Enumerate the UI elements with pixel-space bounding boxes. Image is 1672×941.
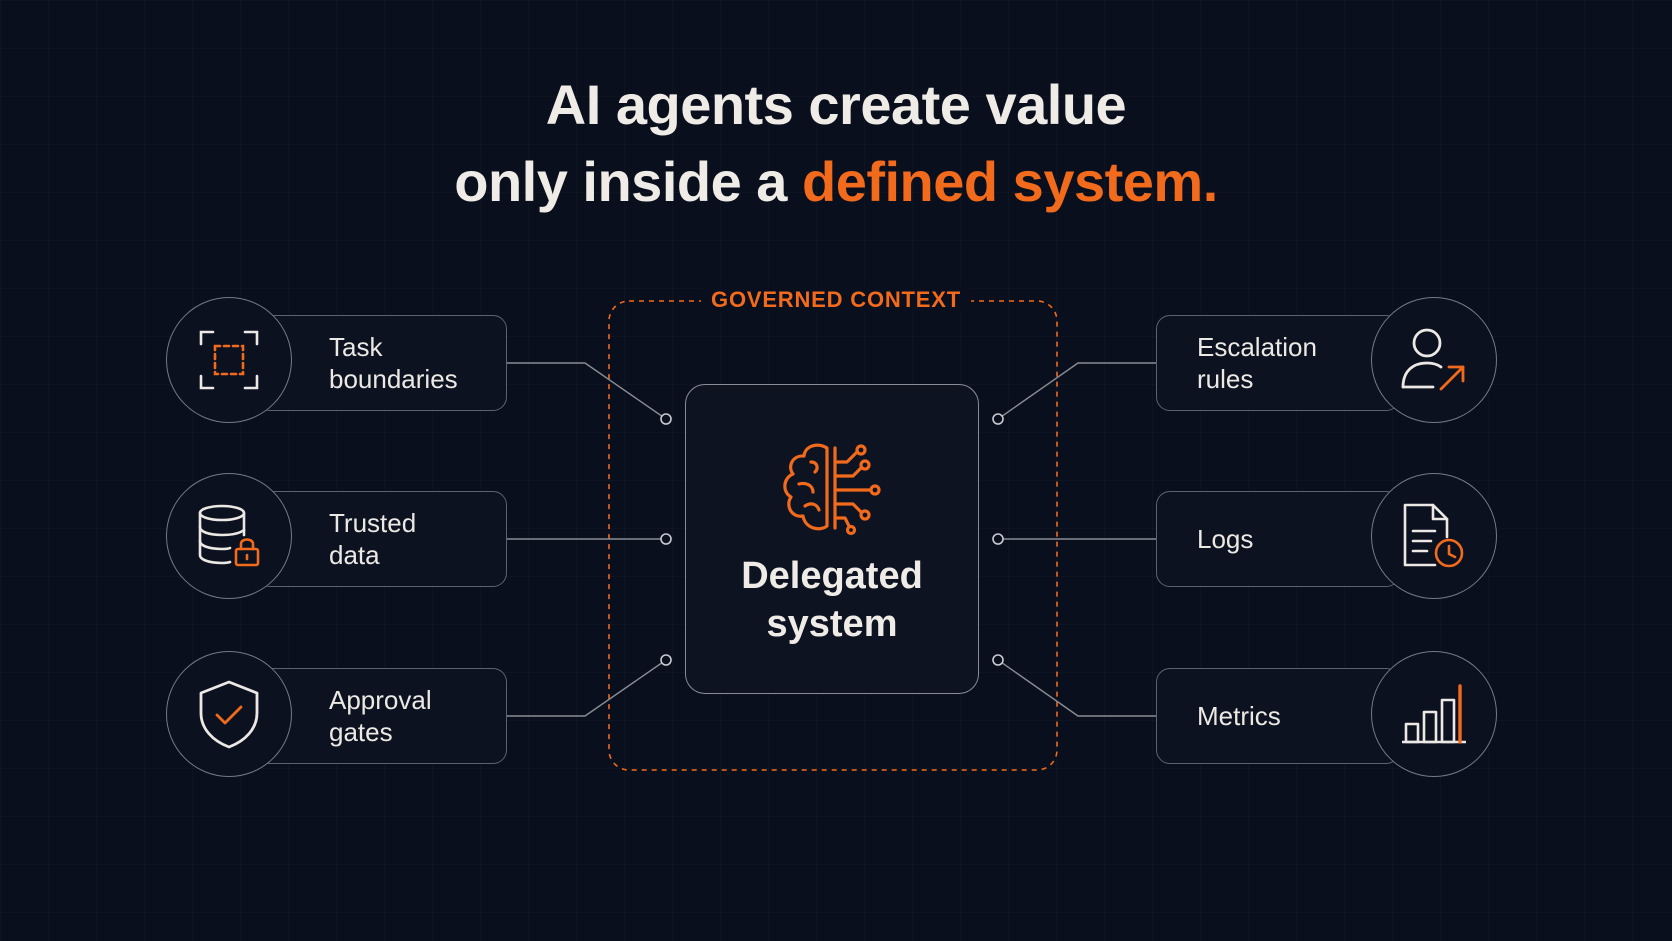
connector-escalation-rules	[997, 362, 1157, 420]
logs-label: Logs	[1197, 524, 1254, 554]
connector-node	[660, 413, 672, 425]
metrics-card: Metrics	[1156, 668, 1400, 764]
escalation-rules-badge	[1371, 297, 1497, 423]
trusted-data-badge	[166, 473, 292, 599]
connector-node	[992, 654, 1004, 666]
document-clock-icon	[1403, 503, 1464, 568]
trusted-data-card: Trusted data	[256, 491, 507, 587]
database-lock-icon	[198, 504, 260, 567]
logs-badge	[1371, 473, 1497, 599]
delegated-system-title: Delegated system	[741, 555, 923, 645]
connector-node	[992, 533, 1004, 545]
connector-metrics	[997, 659, 1157, 717]
metrics-label: Metrics	[1197, 701, 1281, 731]
brain-circuit-icon	[783, 443, 881, 536]
escalation-rules-label: Escalation rules	[1197, 332, 1317, 394]
headline: AI agents create value only inside a def…	[0, 66, 1672, 220]
connector-node	[660, 533, 672, 545]
task-boundaries-label: Task boundaries	[329, 332, 458, 394]
approval-gates-label: Approval gates	[329, 685, 432, 747]
headline-accent: defined system.	[802, 150, 1218, 213]
shield-check-icon	[199, 680, 259, 749]
task-boundaries-badge	[166, 297, 292, 423]
escalation-rules-card: Escalation rules	[1156, 315, 1400, 411]
headline-line-2: only inside a defined system.	[0, 143, 1672, 220]
connector-task-boundaries	[505, 362, 667, 420]
metrics-badge	[1371, 651, 1497, 777]
task-boundaries-card: Task boundaries	[256, 315, 507, 411]
bar-chart-icon	[1402, 684, 1466, 744]
headline-line-2-prefix: only inside a	[454, 150, 802, 213]
connector-node	[992, 413, 1004, 425]
delegated-system-card: Delegated system	[685, 384, 979, 694]
user-escalate-icon	[1401, 328, 1465, 391]
task-frame-icon	[199, 330, 259, 390]
connector-approval-gates	[505, 659, 667, 717]
logs-card: Logs	[1156, 491, 1400, 587]
approval-gates-badge	[166, 651, 292, 777]
connector-node	[660, 654, 672, 666]
approval-gates-card: Approval gates	[256, 668, 507, 764]
governed-context-label: GOVERNED CONTEXT	[0, 287, 1672, 313]
trusted-data-label: Trusted data	[329, 508, 417, 570]
headline-line-1: AI agents create value	[545, 73, 1127, 136]
